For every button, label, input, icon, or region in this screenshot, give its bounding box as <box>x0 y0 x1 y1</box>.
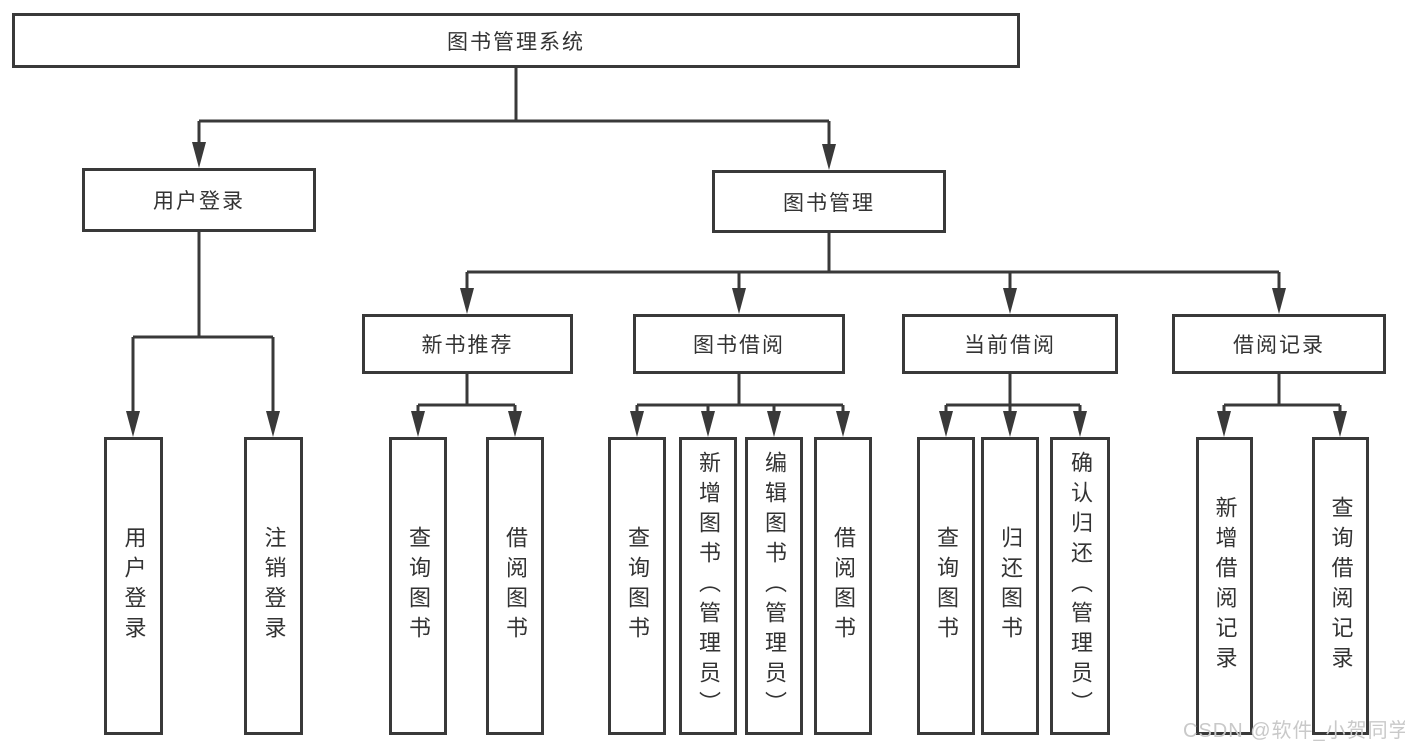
connector-borrow-record-to-leaves <box>1222 374 1342 419</box>
leaf-user-login-label: 用户登录 <box>121 526 147 646</box>
node-book-borrow: 图书借阅 <box>633 314 845 374</box>
arrow-to-leaf-br-add <box>1217 411 1231 437</box>
arrow-to-leaf-logout <box>266 411 280 437</box>
leaf-record-add: 新增借阅记录 <box>1196 437 1253 735</box>
leaf-newbook-query-label: 查询图书 <box>406 526 431 646</box>
node-root: 图书管理系统 <box>12 13 1020 68</box>
node-new-book-rec-label: 新书推荐 <box>421 334 514 357</box>
arrow-to-leaf-bb-edit <box>767 411 781 437</box>
leaf-current-return: 归还图书 <box>981 437 1039 735</box>
arrow-to-leaf-cb-confirm <box>1073 411 1087 437</box>
leaf-newbook-borrow: 借阅图书 <box>486 437 544 735</box>
leaf-current-query-label: 查询图书 <box>934 526 959 646</box>
arrow-to-book-borrow <box>732 288 746 314</box>
node-book-borrow-label: 图书借阅 <box>693 334 785 357</box>
leaf-bookborrow-borrow: 借阅图书 <box>814 437 872 735</box>
connector-new-book-to-leaves <box>416 374 517 419</box>
leaf-logout: 注销登录 <box>244 437 303 735</box>
node-new-book-rec: 新书推荐 <box>362 314 573 374</box>
node-root-label: 图书管理系统 <box>447 30 585 54</box>
connector-user-login-to-leaves <box>131 232 275 419</box>
leaf-current-confirm: 确认归还（管理员） <box>1050 437 1110 735</box>
leaf-logout-label: 注销登录 <box>261 526 287 646</box>
leaf-bookborrow-query: 查询图书 <box>608 437 666 735</box>
arrow-to-user-login <box>192 142 206 168</box>
arrow-to-leaf-bb-query <box>630 411 644 437</box>
node-book-mgmt-label: 图书管理 <box>783 191 875 215</box>
leaf-record-query: 查询借阅记录 <box>1312 437 1369 735</box>
connector-book-borrow-to-leaves <box>635 374 845 419</box>
leaf-bookborrow-edit: 编辑图书（管理员） <box>745 437 803 735</box>
leaf-bookborrow-edit-label: 编辑图书（管理员） <box>762 451 787 721</box>
arrow-to-leaf-nbr-query <box>411 411 425 437</box>
node-book-mgmt: 图书管理 <box>712 170 946 233</box>
node-user-login-label: 用户登录 <box>153 190 245 213</box>
node-current-borrow: 当前借阅 <box>902 314 1118 374</box>
leaf-bookborrow-query-label: 查询图书 <box>625 526 650 646</box>
leaf-current-return-label: 归还图书 <box>998 526 1023 646</box>
arrow-to-leaf-bb-borrow <box>836 411 850 437</box>
node-borrow-record-label: 借阅记录 <box>1233 334 1325 357</box>
leaf-user-login: 用户登录 <box>104 437 163 735</box>
arrow-to-leaf-cb-query <box>939 411 953 437</box>
arrow-to-leaf-bb-add <box>701 411 715 437</box>
leaf-bookborrow-add-label: 新增图书（管理员） <box>696 451 721 721</box>
connector-root-to-level2 <box>197 68 831 152</box>
leaf-current-query: 查询图书 <box>917 437 975 735</box>
arrow-to-book-mgmt <box>822 144 836 170</box>
arrow-to-new-book-rec <box>460 288 474 314</box>
connector-current-borrow-to-leaves <box>944 374 1082 419</box>
leaf-record-query-label: 查询借阅记录 <box>1328 496 1354 676</box>
csdn-watermark: CSDN @软件_小贺同学 <box>1183 720 1405 742</box>
arrow-to-leaf-cb-return <box>1003 411 1017 437</box>
node-current-borrow-label: 当前借阅 <box>964 334 1056 357</box>
connector-book-mgmt-to-level3 <box>465 233 1281 296</box>
node-user-login: 用户登录 <box>82 168 316 232</box>
arrow-to-leaf-user-login <box>126 411 140 437</box>
leaf-newbook-query: 查询图书 <box>389 437 447 735</box>
leaf-current-confirm-label: 确认归还（管理员） <box>1068 451 1093 721</box>
leaf-bookborrow-borrow-label: 借阅图书 <box>831 526 856 646</box>
node-borrow-record: 借阅记录 <box>1172 314 1386 374</box>
leaf-bookborrow-add: 新增图书（管理员） <box>679 437 737 735</box>
arrow-to-leaf-nbr-borrow <box>508 411 522 437</box>
arrow-to-current-borrow <box>1003 288 1017 314</box>
arrow-to-leaf-br-query <box>1333 411 1347 437</box>
leaf-newbook-borrow-label: 借阅图书 <box>503 526 528 646</box>
leaf-record-add-label: 新增借阅记录 <box>1212 496 1238 676</box>
arrow-to-borrow-record <box>1272 288 1286 314</box>
